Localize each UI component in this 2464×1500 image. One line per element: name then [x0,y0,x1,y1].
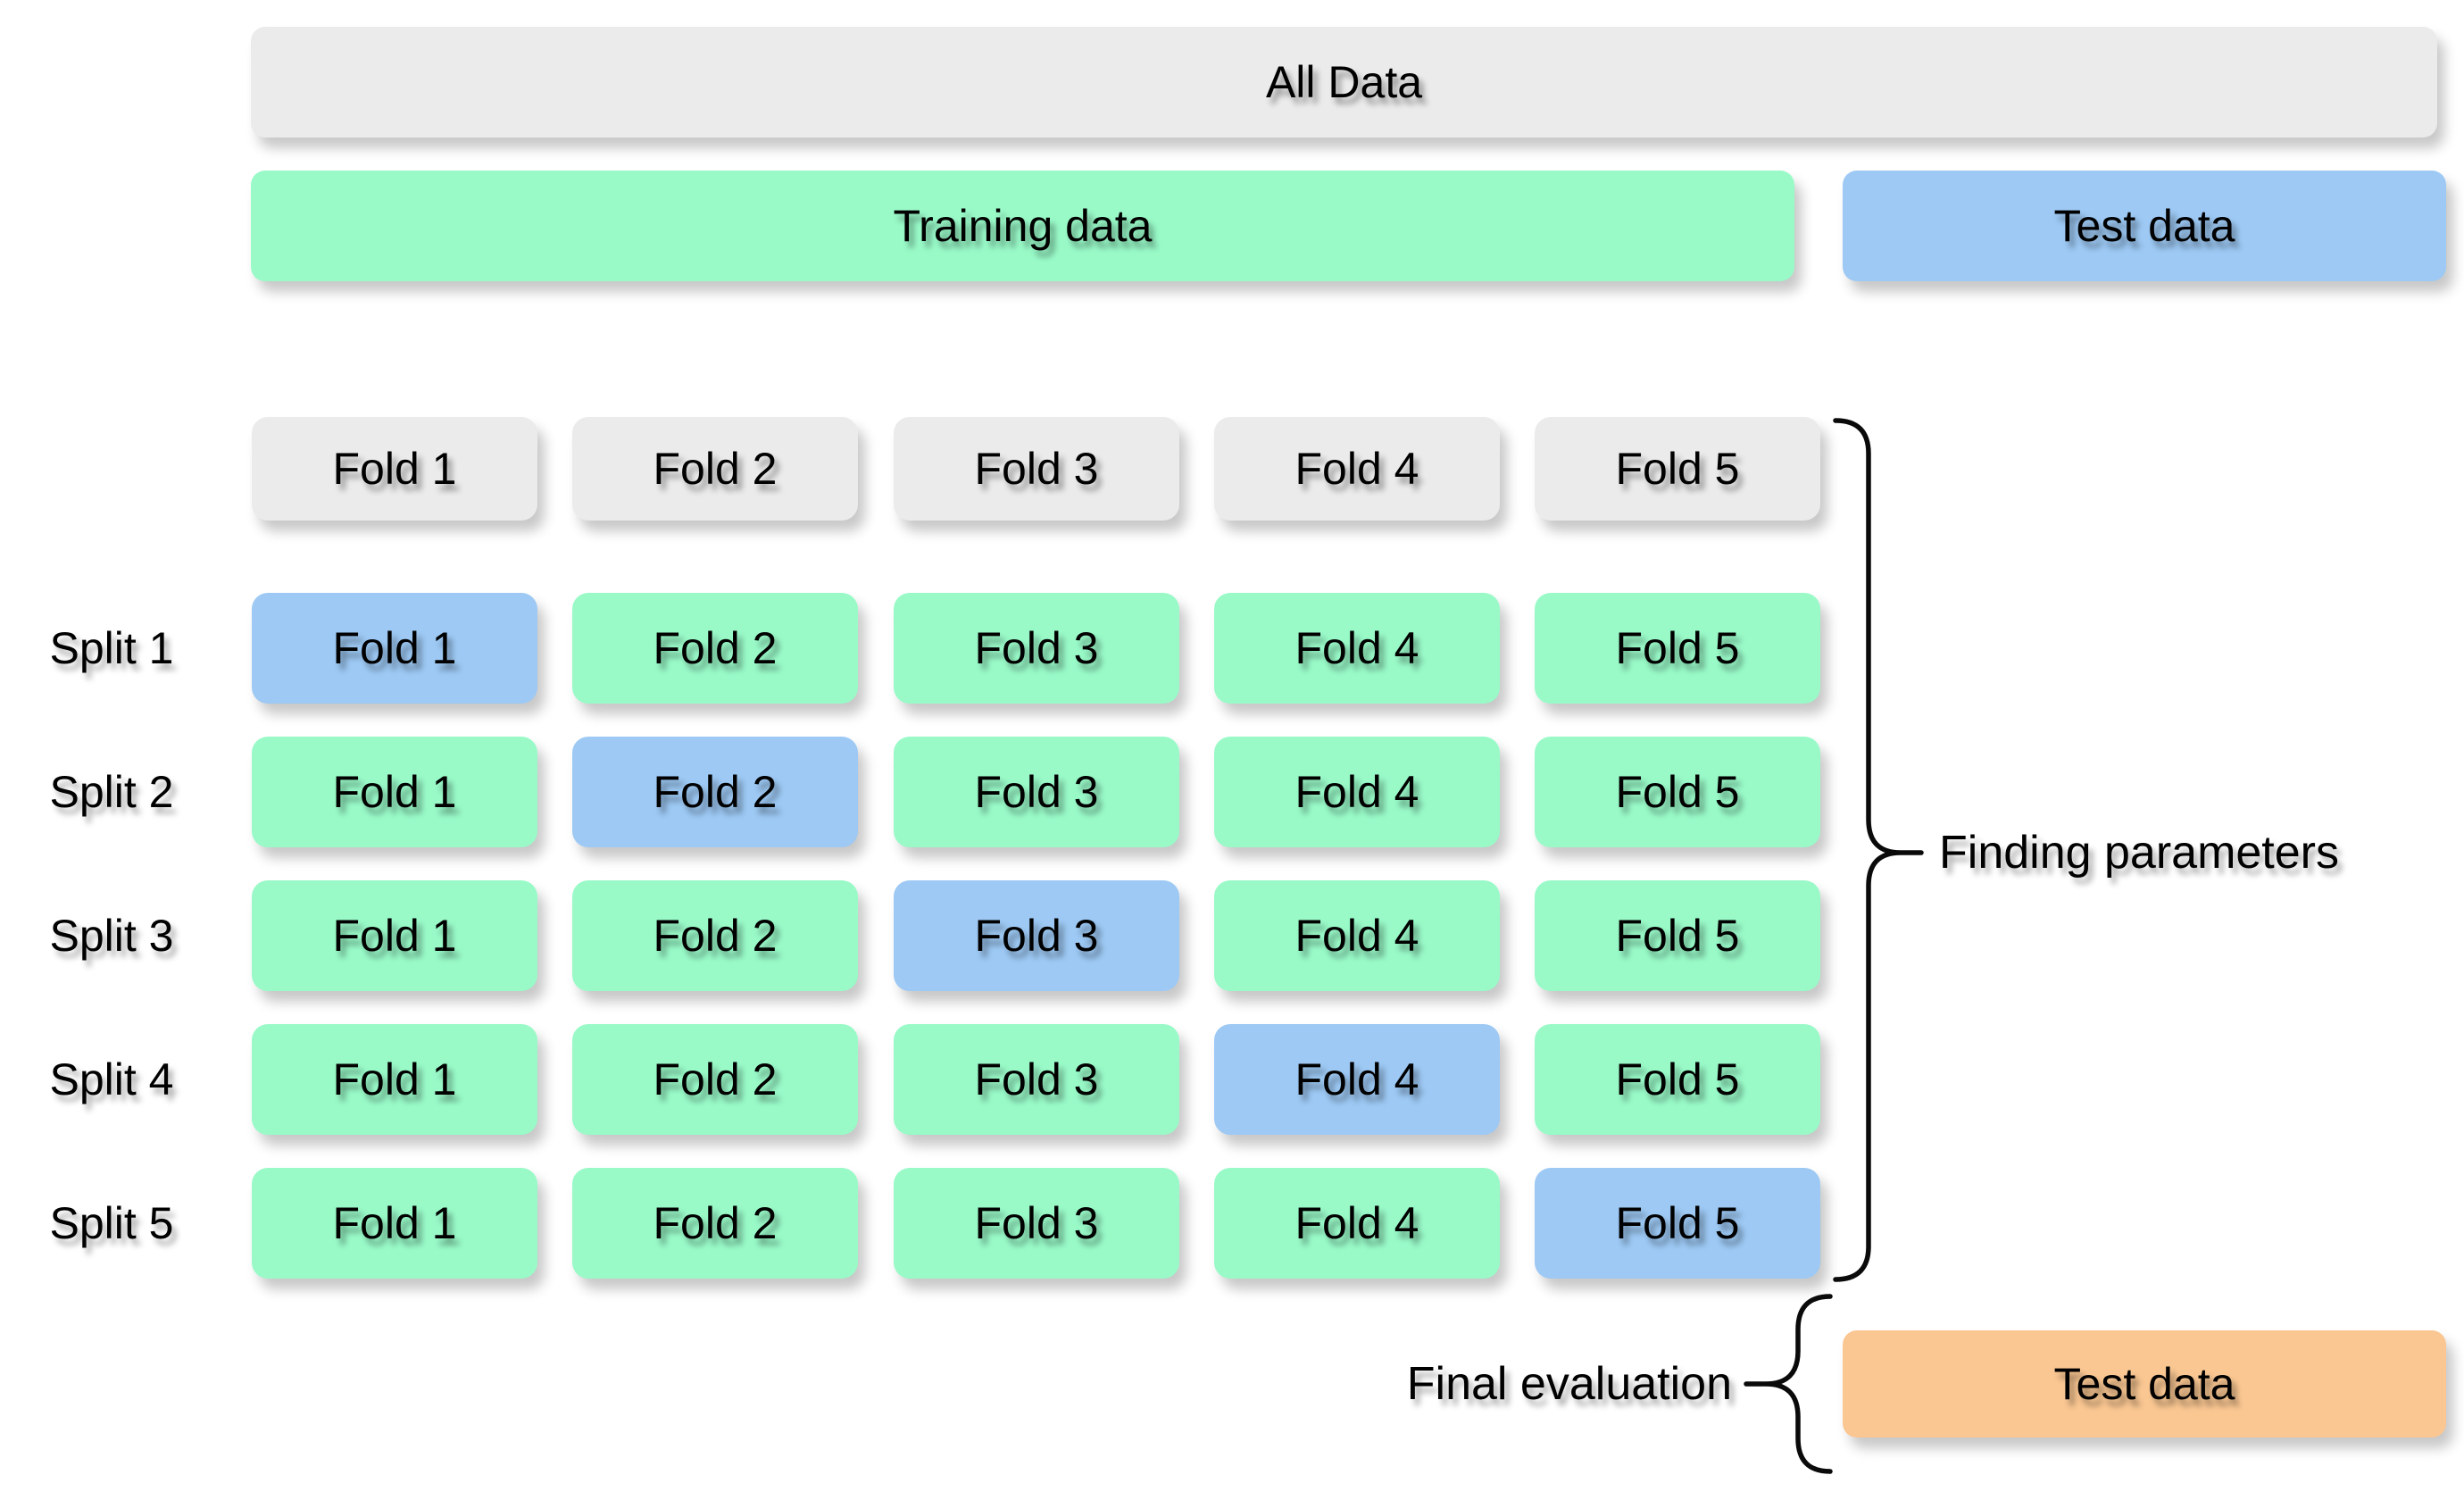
cell-label: Fold 5 [1615,767,1740,817]
cell-label: Fold 5 [1615,1054,1740,1104]
final-test-data-label: Test data [2053,1359,2235,1409]
split-4-label: Split 4 [49,1054,174,1104]
split-2-label: Split 2 [49,767,174,817]
split-5-label: Split 5 [49,1198,174,1248]
split-1-fold-3-cell: Fold 3 [894,593,1179,704]
training-data-bar: Training data [251,171,1794,281]
fold-header-1-label: Fold 1 [332,444,457,494]
split-4-fold-2-cell: Fold 2 [572,1024,858,1135]
cell-label: Fold 2 [653,1198,778,1248]
split-3-fold-3-cell: Fold 3 [894,880,1179,991]
cell-label: Fold 1 [332,767,457,817]
all-data-bar: All Data [251,27,2437,138]
split-4-fold-3-cell: Fold 3 [894,1024,1179,1135]
fold-header-2-label: Fold 2 [653,444,778,494]
finding-parameters-label: Finding parameters [1939,827,2339,879]
cell-label: Fold 2 [653,623,778,673]
cell-label: Fold 1 [332,911,457,961]
cell-label: Fold 2 [653,1054,778,1104]
split-1-fold-2-cell: Fold 2 [572,593,858,704]
split-1-label: Split 1 [49,623,174,673]
cell-label: Fold 3 [974,911,1099,961]
fold-header-3-label: Fold 3 [974,444,1099,494]
cell-label: Fold 4 [1294,911,1419,961]
cell-label: Fold 4 [1294,1054,1419,1104]
split-3-row: Split 3 Fold 1 Fold 2 Fold 3 Fold 4 Fold… [0,880,2464,991]
split-3-fold-4-cell: Fold 4 [1214,880,1500,991]
final-evaluation-label: Final evaluation [1406,1358,1732,1410]
cell-label: Fold 1 [332,1054,457,1104]
all-data-label: All Data [1265,57,1423,107]
cell-label: Fold 3 [974,1198,1099,1248]
split-2-fold-2-cell: Fold 2 [572,737,858,847]
training-data-label: Training data [893,201,1153,251]
split-1-fold-1-cell: Fold 1 [252,593,537,704]
finding-parameters-brace [1833,418,1924,1282]
final-evaluation-brace [1744,1294,1833,1474]
cell-label: Fold 1 [332,1198,457,1248]
cell-label: Fold 3 [974,1054,1099,1104]
split-3-fold-1-cell: Fold 1 [252,880,537,991]
cell-label: Fold 3 [974,767,1099,817]
split-3-fold-2-cell: Fold 2 [572,880,858,991]
split-5-fold-2-cell: Fold 2 [572,1168,858,1279]
test-data-label: Test data [2053,201,2235,251]
split-1-fold-4-cell: Fold 4 [1214,593,1500,704]
cell-label: Fold 1 [332,623,457,673]
cell-label: Fold 4 [1294,767,1419,817]
fold-header-row: Fold 1 Fold 2 Fold 3 Fold 4 Fold 5 [0,417,2464,528]
cell-label: Fold 5 [1615,623,1740,673]
split-5-fold-4-cell: Fold 4 [1214,1168,1500,1279]
fold-header-4: Fold 4 [1214,417,1500,521]
split-1-fold-5-cell: Fold 5 [1535,593,1820,704]
split-5-fold-5-cell: Fold 5 [1535,1168,1820,1279]
split-2-fold-4-cell: Fold 4 [1214,737,1500,847]
fold-header-5: Fold 5 [1535,417,1820,521]
split-2-row: Split 2 Fold 1 Fold 2 Fold 3 Fold 4 Fold… [0,737,2464,847]
split-2-fold-5-cell: Fold 5 [1535,737,1820,847]
fold-header-5-label: Fold 5 [1615,444,1740,494]
split-5-fold-1-cell: Fold 1 [252,1168,537,1279]
final-test-data-box: Test data [1843,1330,2446,1438]
cell-label: Fold 5 [1615,1198,1740,1248]
split-4-fold-1-cell: Fold 1 [252,1024,537,1135]
split-1-row: Split 1 Fold 1 Fold 2 Fold 3 Fold 4 Fold… [0,593,2464,704]
test-data-bar: Test data [1843,171,2446,281]
split-2-fold-3-cell: Fold 3 [894,737,1179,847]
cell-label: Fold 4 [1294,1198,1419,1248]
split-5-row: Split 5 Fold 1 Fold 2 Fold 3 Fold 4 Fold… [0,1168,2464,1279]
cell-label: Fold 2 [653,911,778,961]
split-4-fold-4-cell: Fold 4 [1214,1024,1500,1135]
split-3-label: Split 3 [49,911,174,961]
cell-label: Fold 2 [653,767,778,817]
split-4-fold-5-cell: Fold 5 [1535,1024,1820,1135]
fold-header-4-label: Fold 4 [1294,444,1419,494]
fold-header-1: Fold 1 [252,417,537,521]
split-2-fold-1-cell: Fold 1 [252,737,537,847]
cell-label: Fold 5 [1615,911,1740,961]
split-4-row: Split 4 Fold 1 Fold 2 Fold 3 Fold 4 Fold… [0,1024,2464,1135]
fold-header-3: Fold 3 [894,417,1179,521]
cell-label: Fold 3 [974,623,1099,673]
fold-header-2: Fold 2 [572,417,858,521]
split-3-fold-5-cell: Fold 5 [1535,880,1820,991]
cell-label: Fold 4 [1294,623,1419,673]
split-5-fold-3-cell: Fold 3 [894,1168,1179,1279]
